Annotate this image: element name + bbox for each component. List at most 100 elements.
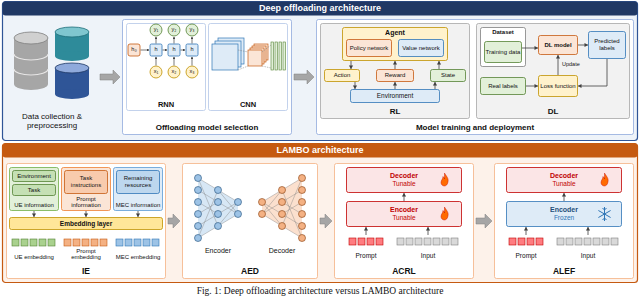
token-row: Prompt bbox=[346, 235, 386, 261]
connector-arrow bbox=[586, 227, 590, 235]
cnn-figure bbox=[212, 38, 286, 70]
node-text: Tunable bbox=[392, 214, 415, 221]
info-box: MEC informationRemaining resources bbox=[113, 167, 163, 211]
connector-arrow bbox=[364, 227, 368, 235]
node-text: Agent bbox=[385, 29, 405, 37]
connector-arrow bbox=[349, 61, 353, 69]
box-fill bbox=[3, 2, 638, 141]
text-group: RL bbox=[321, 108, 469, 117]
node-text: Frozen bbox=[554, 214, 574, 221]
node-text: Decoder bbox=[550, 172, 578, 180]
text-group: DecoderTunable bbox=[347, 167, 461, 193]
node-text: Data collection & preprocessing bbox=[7, 113, 97, 131]
item-box: Task bbox=[12, 184, 56, 196]
arrowhead bbox=[402, 193, 406, 197]
network-box: Policy network bbox=[346, 39, 392, 57]
box-fill bbox=[539, 76, 578, 97]
box-fill bbox=[481, 28, 526, 67]
block-arrow bbox=[294, 70, 314, 84]
signal-box: State bbox=[430, 69, 466, 82]
node-text: ALEF bbox=[553, 267, 575, 277]
model-box: RNN bbox=[126, 23, 206, 111]
arrowhead bbox=[535, 46, 539, 50]
arrowhead bbox=[586, 227, 590, 231]
node-text: Predicted labels bbox=[589, 38, 625, 51]
box-fill bbox=[183, 164, 318, 279]
box-fill bbox=[10, 168, 59, 211]
node-text: Offloading model selection bbox=[156, 124, 259, 133]
box-fill bbox=[347, 202, 462, 227]
text-group: DL bbox=[477, 108, 629, 117]
box-fill bbox=[3, 144, 638, 283]
text-group: Encoder bbox=[189, 247, 247, 255]
block-arrow bbox=[320, 214, 332, 228]
text-group: Agent bbox=[343, 29, 447, 37]
box-fill bbox=[347, 40, 392, 57]
text-group: Reward bbox=[377, 69, 413, 82]
box-fill bbox=[7, 164, 166, 279]
node-text: Dataset bbox=[492, 29, 514, 36]
dataset-box: DatasetTraining data bbox=[480, 27, 526, 67]
node-text: Tunable bbox=[392, 180, 415, 187]
text-group: Real labels bbox=[481, 77, 525, 95]
module-box: AEDEncoderDecoder bbox=[182, 163, 318, 279]
label-holder: y₁ bbox=[154, 27, 159, 33]
text-group: CNN bbox=[209, 101, 287, 109]
node-text: Input bbox=[421, 252, 435, 259]
arrowhead bbox=[353, 86, 357, 90]
node-text: Prompt information bbox=[62, 196, 110, 209]
node-text: Policy network bbox=[350, 45, 389, 52]
node-text: DL bbox=[548, 108, 559, 117]
text-group: Predicted labels bbox=[589, 31, 625, 59]
method-box: DL DatasetTraining data DL model Predicted … bbox=[476, 23, 630, 119]
node-text: Encoder bbox=[205, 247, 231, 255]
agent-box: AgentPolicy networkValue network bbox=[342, 27, 448, 61]
text-group: Prompt embedding bbox=[62, 248, 110, 261]
box-fill bbox=[477, 24, 630, 119]
box-fill bbox=[507, 202, 622, 227]
arrowhead bbox=[364, 227, 368, 231]
flow-arrow bbox=[294, 70, 314, 84]
text-group: IE bbox=[7, 267, 165, 277]
box-fill bbox=[335, 164, 474, 279]
connector-arrow bbox=[437, 61, 441, 69]
text-group: Decoder bbox=[253, 247, 311, 255]
connector-arrow bbox=[562, 193, 566, 201]
node-text: ACRL bbox=[392, 267, 416, 277]
model-box: DL model bbox=[538, 35, 578, 55]
token-row: Prompt bbox=[506, 235, 546, 261]
text-group: EncoderFrozen bbox=[507, 201, 621, 227]
snowflake-icon bbox=[598, 207, 610, 221]
node-text: Prompt bbox=[516, 252, 537, 259]
text-group: Remaining resources bbox=[117, 170, 159, 194]
text-group: Prompt bbox=[347, 252, 385, 259]
model-box: CNN bbox=[208, 23, 288, 111]
network-figure: Decoder bbox=[252, 169, 312, 257]
text-group: Embedding layer bbox=[10, 217, 162, 230]
arrowhead bbox=[556, 55, 560, 59]
tunable-block: EncoderTunable bbox=[346, 201, 462, 227]
node-text: Environment bbox=[377, 92, 414, 99]
node-text: CNN bbox=[240, 101, 256, 109]
text-group: Action bbox=[325, 69, 359, 82]
connector-arrow bbox=[393, 82, 397, 89]
box-fill bbox=[10, 218, 163, 230]
label-holder: x₁ bbox=[154, 69, 159, 75]
text-group: Input bbox=[555, 252, 621, 259]
box-fill bbox=[343, 28, 448, 61]
flow-arrow bbox=[100, 70, 120, 84]
node-text: Model training and deployment bbox=[416, 124, 534, 133]
embedding-vector: Prompt embedding bbox=[61, 237, 111, 263]
text-group: ALEF bbox=[495, 267, 633, 277]
connector-line bbox=[578, 59, 607, 86]
box-fill bbox=[507, 168, 622, 193]
text-group: Model training and deployment bbox=[317, 124, 633, 133]
signal-box: Reward bbox=[376, 69, 414, 82]
flow-arrow bbox=[476, 214, 492, 228]
node-text: Prompt bbox=[356, 252, 377, 259]
text-group: UE information bbox=[10, 202, 58, 209]
header-band bbox=[3, 2, 638, 16]
arrowhead bbox=[585, 43, 589, 47]
arrowhead bbox=[136, 214, 140, 218]
